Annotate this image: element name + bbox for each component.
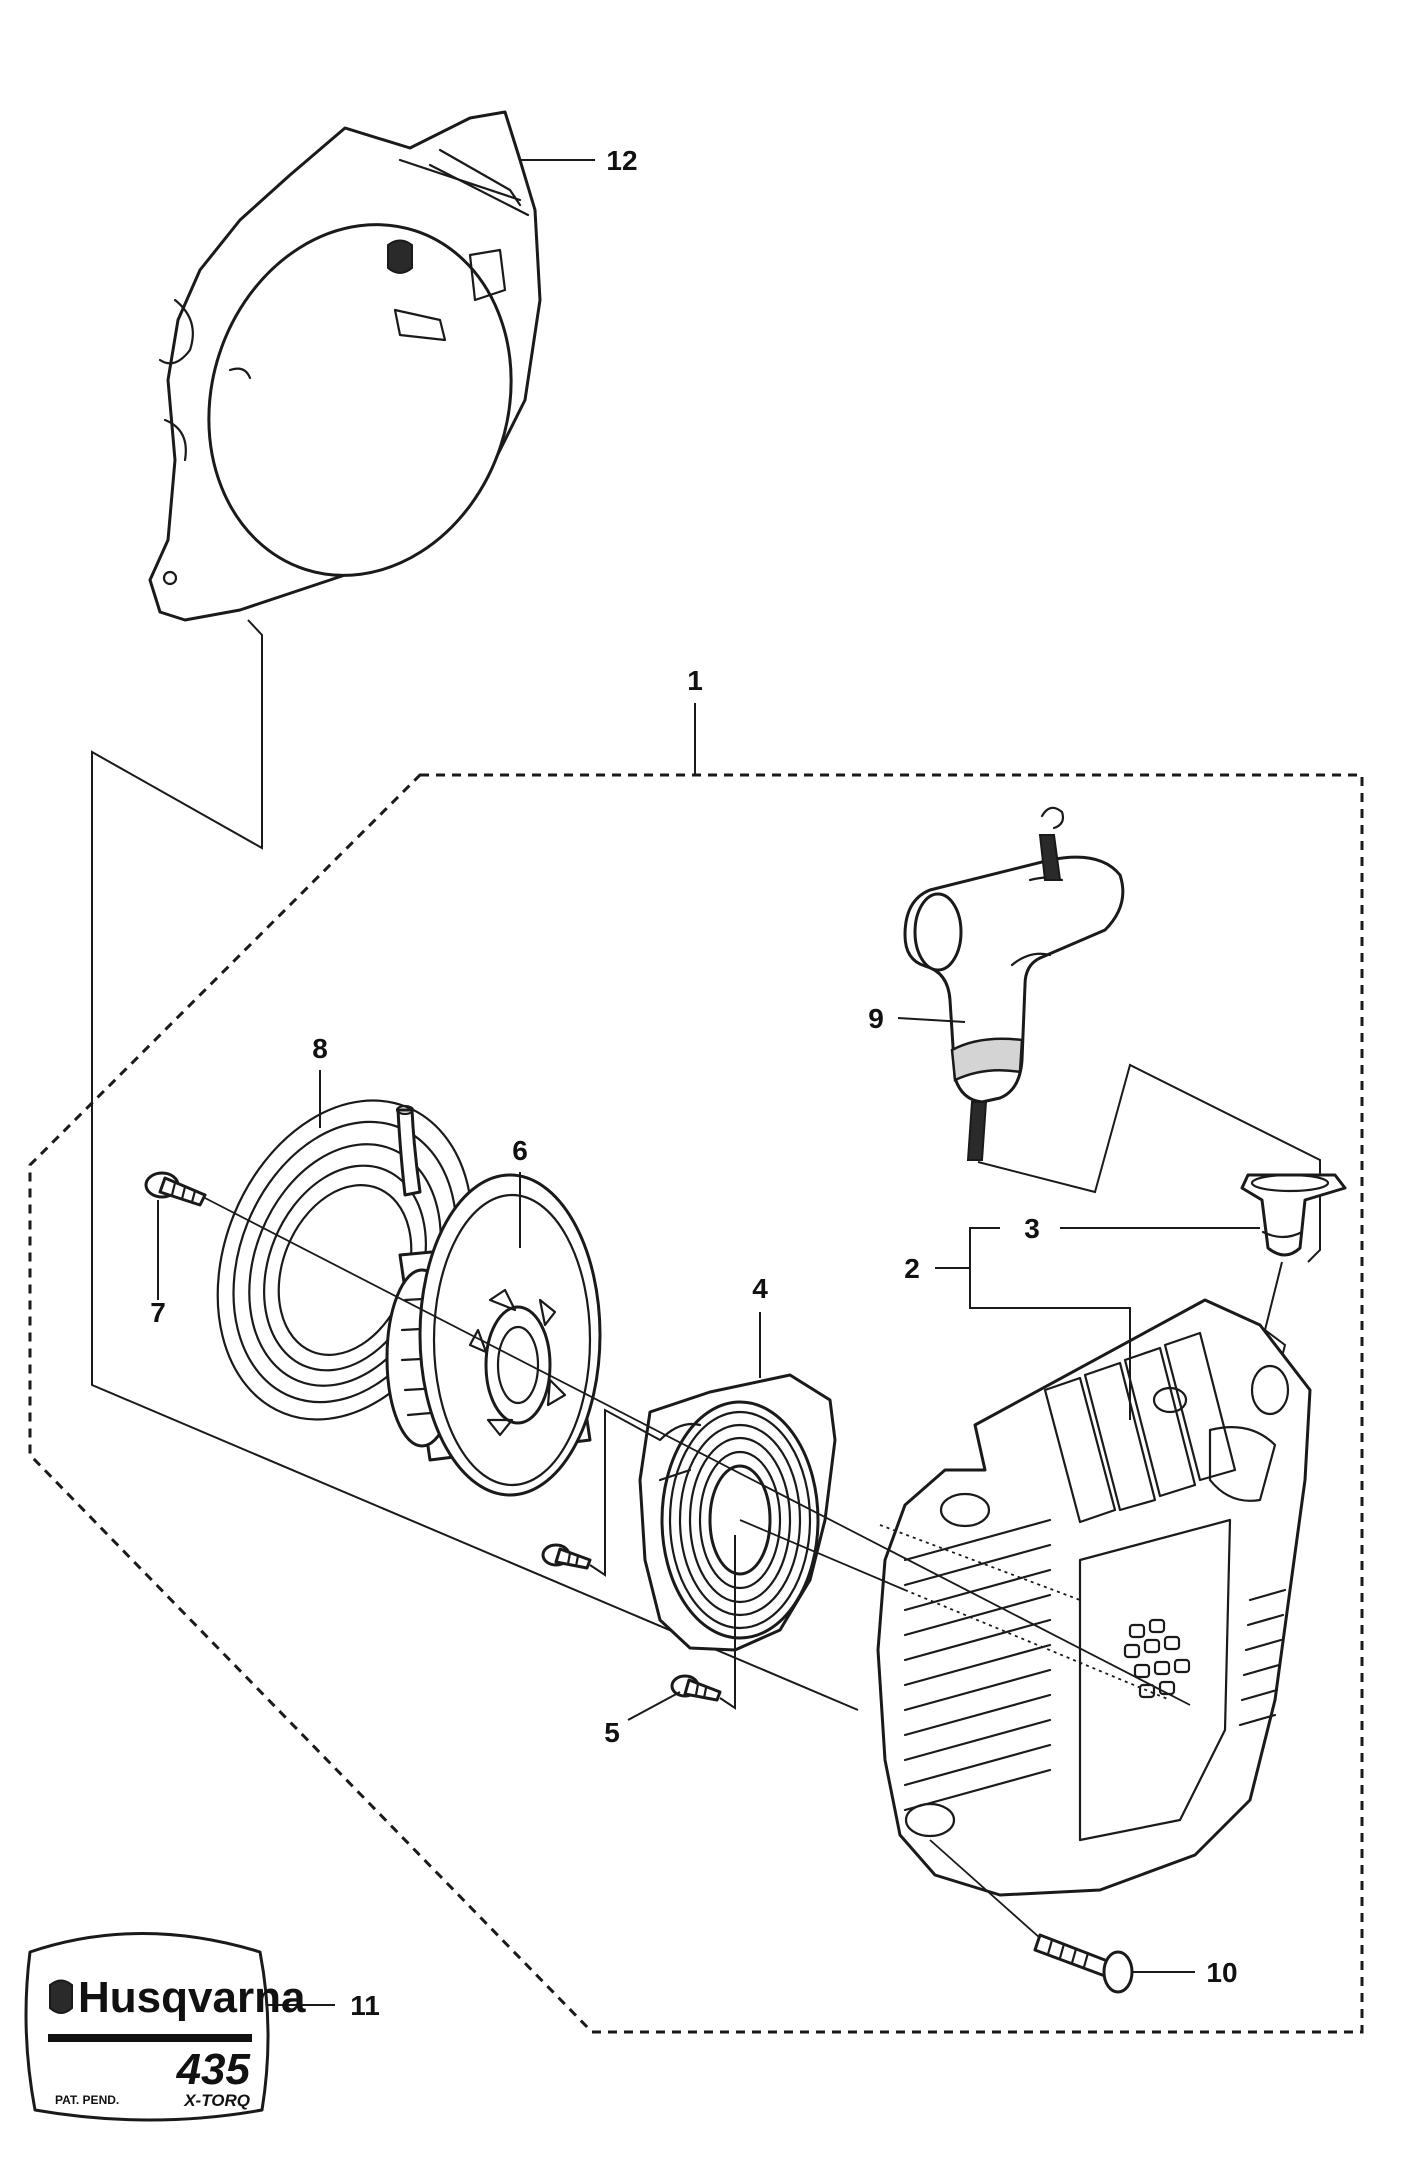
callout-7: 7 [150,1297,166,1328]
screw-tie-lower [719,1535,736,1710]
callout-12: 12 [606,145,637,176]
cassette-screw-upper [541,1543,592,1570]
hidden-axis-line [904,1589,1171,1701]
assembly-axis-line [204,1197,1191,1706]
leader-9 [897,1017,966,1023]
leader-2-3 [969,1227,1000,1268]
callout-10: 10 [1206,1957,1237,1988]
model-decal-part: Husqvarna 435 PAT. PEND. X-TORQ [24,1932,306,2122]
decal-series-text: X-TORQ [183,2091,250,2110]
leader-5 [627,1691,681,1721]
callout-9: 9 [868,1003,884,1034]
decal-stripe [48,2034,252,2042]
screw-tie-upper [589,1408,661,1577]
starter-housing-part [876,1298,1312,1897]
rope-pulley-part [385,1173,602,1497]
decal-patent-text: PAT. PEND. [55,2093,119,2107]
fan-housing-part [148,110,542,622]
handle-tie-line [977,1063,1321,1263]
starter-handle-part [903,806,1125,1161]
cassette-screw-lower [670,1674,722,1702]
decal-model-text: 435 [176,2045,251,2094]
callout-2: 2 [904,1253,920,1284]
hidden-axis-line-2 [879,1524,1081,1601]
callout-5: 5 [604,1717,620,1748]
housing-bolt-part [1033,1933,1134,1994]
leader-2 [935,1267,1131,1420]
assembly-boundary [28,773,1364,2034]
callout-4: 4 [752,1273,768,1304]
spring-cassette-part [638,1373,837,1652]
brand-logo-icon [49,1979,73,2014]
cassette-axis-line [739,1519,906,1591]
callout-8: 8 [312,1033,328,1064]
callout-6: 6 [512,1135,528,1166]
rope-guide-part [1240,1173,1347,1257]
housing-logo-icon [387,239,413,274]
callout-3: 3 [1024,1213,1040,1244]
housing-tie-line [91,619,859,1711]
callout-1: 1 [687,665,703,696]
center-bolt-part [144,1171,207,1207]
bolt-axis-line [929,1839,1041,1939]
decal-brand-text: Husqvarna [78,1973,306,2022]
callout-11: 11 [350,1990,380,2021]
